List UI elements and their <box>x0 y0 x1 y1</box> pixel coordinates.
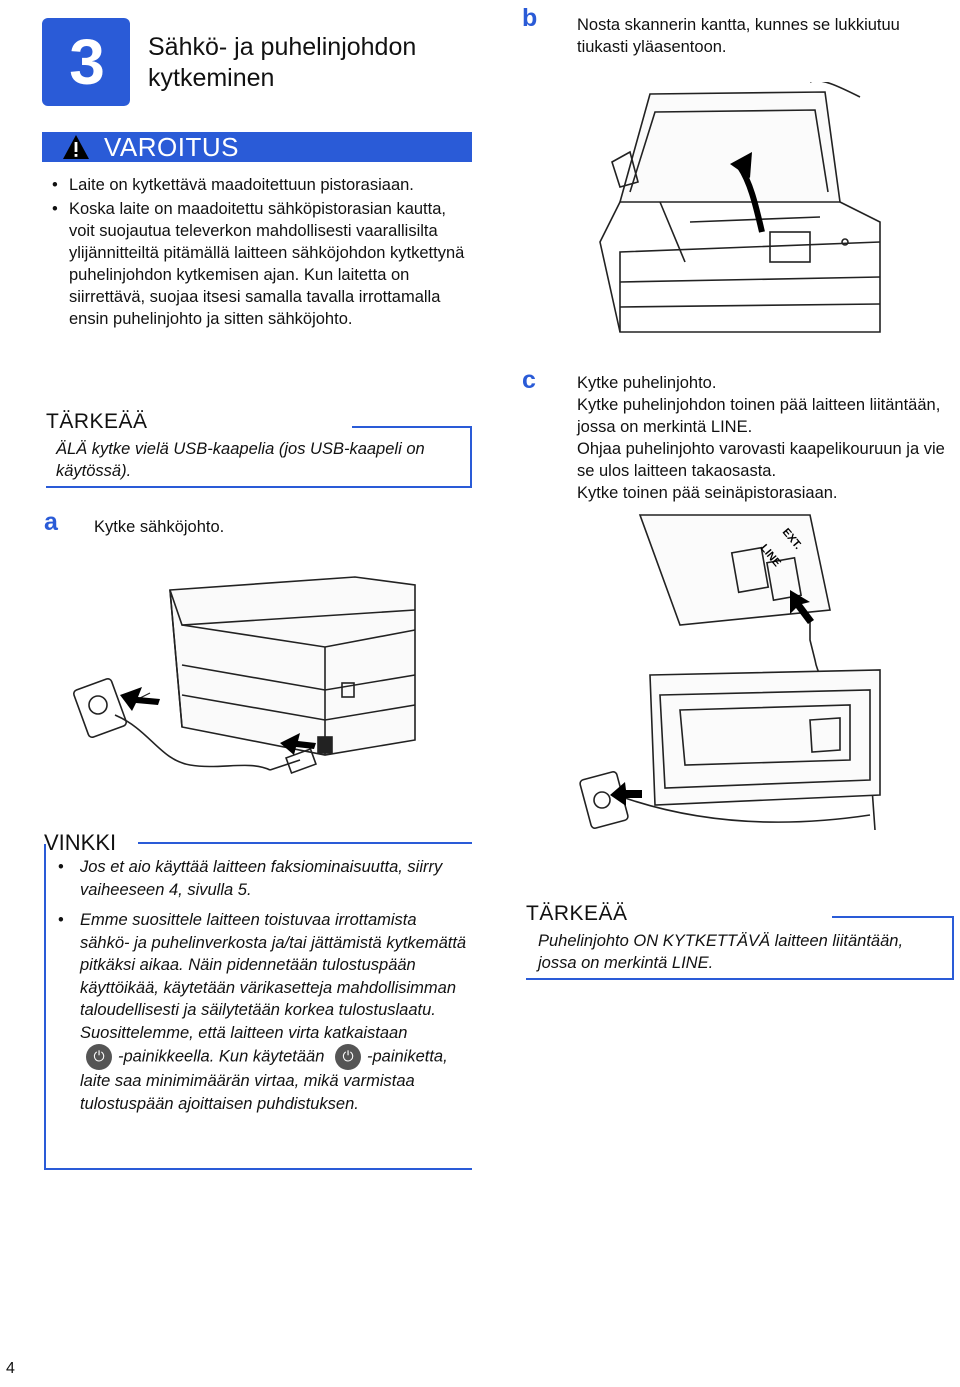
important-line-box: Puhelinjohto ON KYTKETTÄVÄ laitteen liit… <box>526 916 954 980</box>
tip-title: VINKKI <box>44 830 117 855</box>
step-number-badge: 3 <box>42 18 130 106</box>
warning-item: Laite on kytkettävä maadoitettuun pistor… <box>52 174 472 196</box>
tip-list: Jos et aio käyttää laitteen faksiominais… <box>58 856 468 1123</box>
tip-box <box>44 844 472 1170</box>
power-button-icon <box>334 1044 361 1070</box>
warning-triangle-icon <box>63 135 89 159</box>
step-a-text: Kytke sähköjohto. <box>94 518 225 536</box>
step-b-text: Nosta skannerin kantta, kunnes se lukkiu… <box>577 16 900 56</box>
step-c-line: Kytke toinen pää seinäpistorasiaan. <box>577 484 838 502</box>
step-c-line: Ohjaa puhelinjohto varovasti kaapelikour… <box>577 440 945 480</box>
tip-item-text: Emme suosittele laitteen toistuvaa irrot… <box>80 911 467 1042</box>
important-box: ÄLÄ kytke vielä USB-kaapelia (jos USB-ka… <box>46 426 472 488</box>
warning-list: Laite on kytkettävä maadoitettuun pistor… <box>52 174 472 332</box>
step-c-line: Kytke puhelinjohdon toinen pää laitteen … <box>577 396 941 436</box>
tip-divider <box>138 842 472 844</box>
step-c-letter: c <box>522 366 536 394</box>
warning-label: VAROITUS <box>104 131 239 162</box>
step-a-letter: a <box>44 508 58 536</box>
step-c-line: Kytke puhelinjohto. <box>577 374 717 392</box>
page-number: 4 <box>6 1360 15 1377</box>
tip-item-text: -painiketta, laite saa minimimäärän virt… <box>80 1047 448 1113</box>
important-text: ÄLÄ kytke vielä USB-kaapelia (jos USB-ka… <box>56 440 425 480</box>
tip-item-text: Jos et aio käyttää laitteen faksiominais… <box>80 858 443 899</box>
warning-item: Koska laite on maadoitettu sähköpistoras… <box>52 198 472 330</box>
tip-item: Jos et aio käyttää laitteen faksiominais… <box>58 856 468 901</box>
warning-header: VAROITUS <box>42 132 472 162</box>
important-divider <box>352 426 472 428</box>
phone-line-illustration: EXT. LINE <box>579 514 881 831</box>
step-b-letter: b <box>522 4 538 32</box>
step-title: Sähkö- ja puhelinjohdon kytkeminen <box>148 33 417 92</box>
scanner-cover-illustration <box>599 82 881 333</box>
tip-item-text: -painikkeella. Kun käytetään <box>118 1047 325 1066</box>
step-c-text: Kytke puhelinjohto. Kytke puhelinjohdon … <box>577 372 957 504</box>
power-button-icon <box>86 1044 112 1070</box>
important-title: TÄRKEÄÄ <box>46 410 148 433</box>
tip-item: Emme suosittele laitteen toistuvaa irrot… <box>58 909 468 1115</box>
power-cord-illustration <box>72 576 416 774</box>
important-line-divider <box>832 916 954 918</box>
important-line-text: Puhelinjohto ON KYTKETTÄVÄ laitteen liit… <box>538 932 904 972</box>
important-line-title: TÄRKEÄÄ <box>526 902 628 925</box>
